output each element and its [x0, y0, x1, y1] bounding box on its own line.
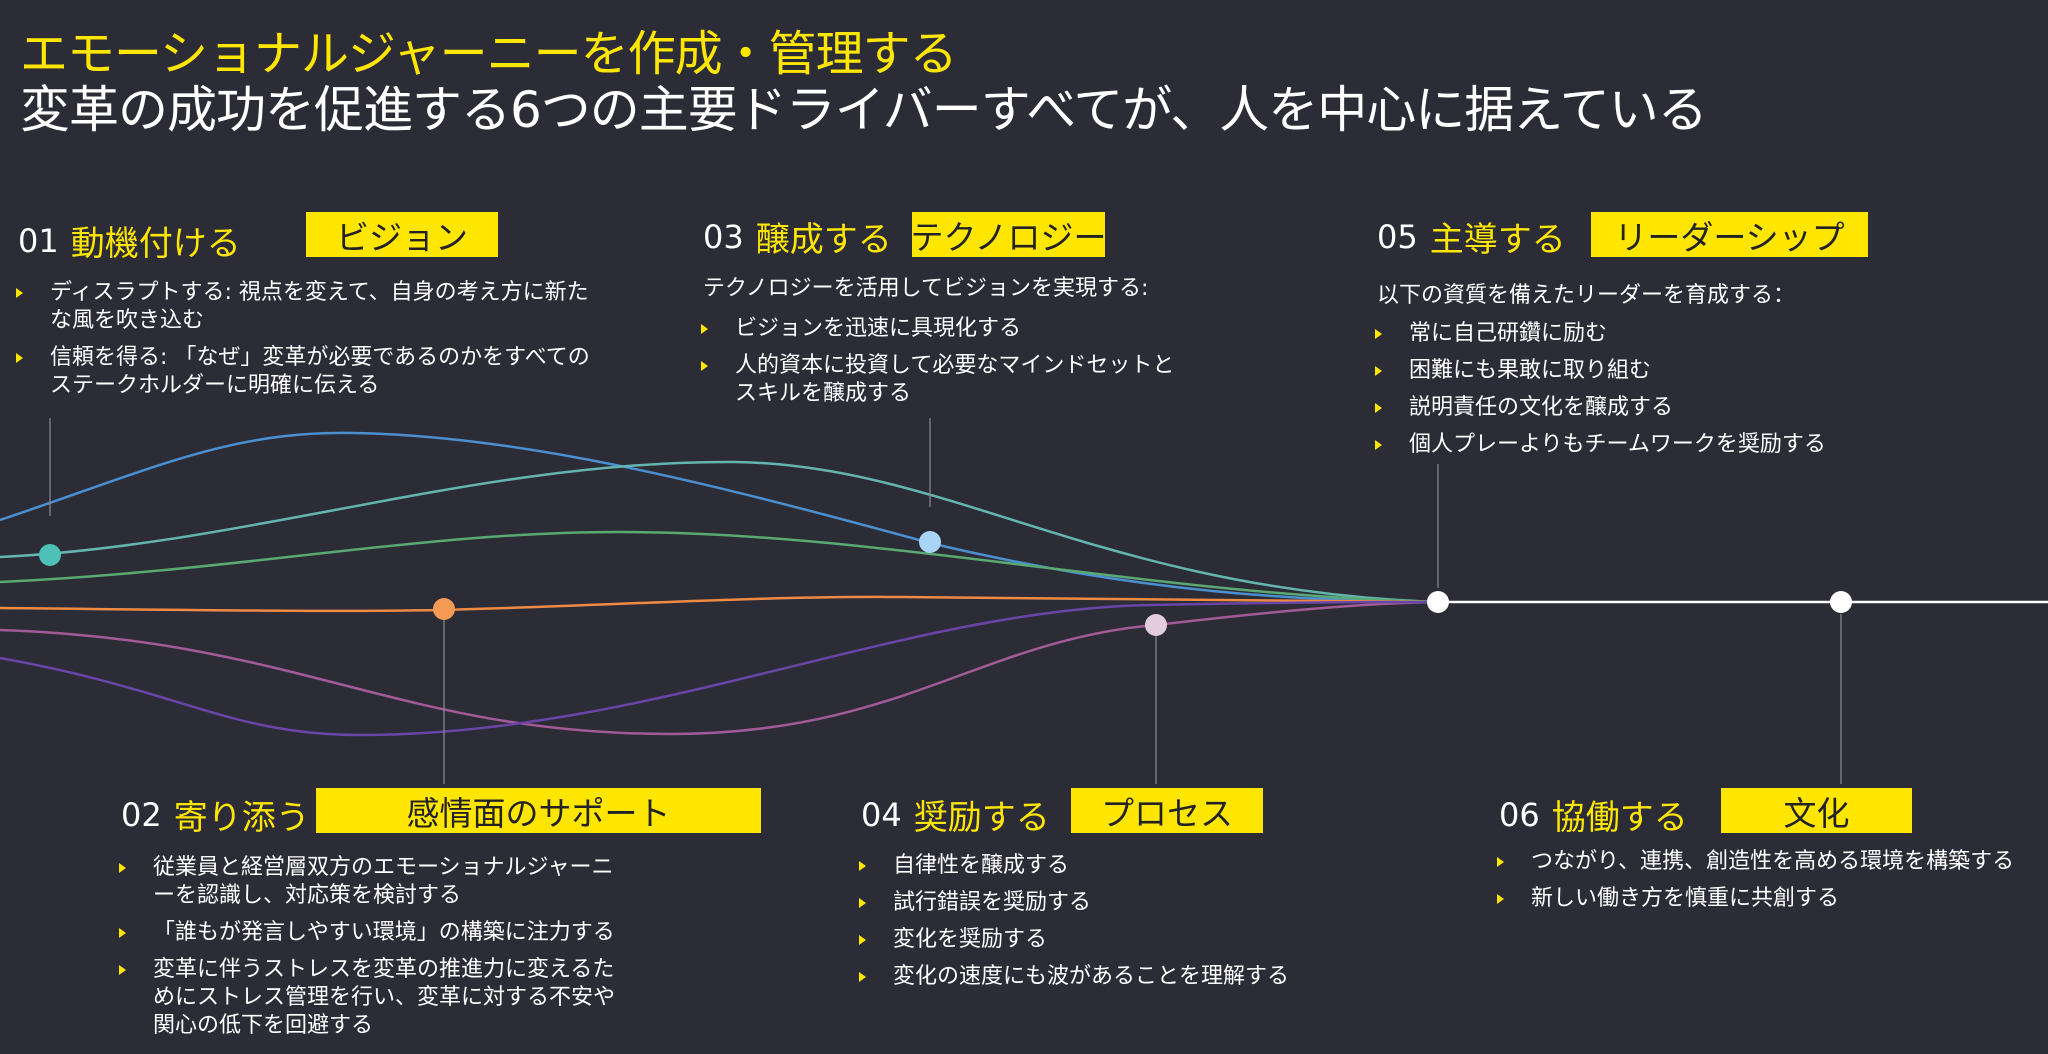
journey-line-magenta: [0, 600, 1439, 736]
list-item: 変化を奨励する: [855, 926, 1415, 954]
driver-02-tag: 感情面のサポート: [316, 788, 761, 833]
page-subtitle: 変革の成功を促進する6つの主要ドライバーすべてが、人を中心に据えている: [20, 81, 1708, 139]
journey-line-teal: [0, 460, 1439, 604]
list-item: 変化の速度にも波があることを理解する: [855, 963, 1415, 991]
driver-03-bullets: ビジョンを迅速に具現化する 人的資本に投資して必要なマインドセットとスキルを醸成…: [697, 315, 1177, 417]
driver-06-bullets: つながり、連携、創造性を高める環境を構築する 新しい働き方を慎重に共創する: [1493, 848, 2048, 922]
driver-03-heading: 03 醸成する: [703, 217, 892, 261]
milestone-dot-04: [1145, 614, 1167, 636]
list-item: 個人プレーよりもチームワークを奨励する: [1371, 431, 2011, 459]
driver-05-bullets: 常に自己研鑽に励む 困難にも果敢に取り組む 説明責任の文化を醸成する 個人プレー…: [1371, 320, 2011, 468]
milestone-dot-01: [39, 544, 61, 566]
list-item: 信頼を得る: 「なぜ」変革が必要であるのかをすべてのステークホルダーに明確に伝え…: [12, 344, 602, 400]
list-item: ディスラプトする: 視点を変えて、自身の考え方に新たな風を吹き込む: [12, 279, 602, 335]
milestone-dot-03: [919, 531, 941, 553]
list-item: つながり、連携、創造性を高める環境を構築する: [1493, 848, 2048, 876]
list-item: 試行錯誤を奨励する: [855, 889, 1415, 917]
milestone-dot-02: [433, 598, 455, 620]
journey-line-orange: [0, 595, 1439, 613]
list-item: 「誰もが発言しやすい環境」の構築に注力する: [115, 919, 635, 947]
driver-06-heading: 06 協働する: [1499, 795, 1688, 839]
list-item: 従業員と経営層双方のエモーショナルジャーニーを認識し、対応策を検討する: [115, 854, 635, 910]
driver-05-heading: 05 主導する: [1377, 217, 1566, 261]
page-title: エモーショナルジャーニーを作成・管理する: [20, 26, 958, 82]
list-item: ビジョンを迅速に具現化する: [697, 315, 1177, 343]
driver-03-tag: テクノロジー: [910, 212, 1107, 257]
driver-01-heading: 01 動機付ける: [18, 221, 241, 265]
list-item: 自律性を醸成する: [855, 852, 1415, 880]
driver-03-intro: テクノロジーを活用してビジョンを実現する:: [703, 276, 1149, 301]
list-item: 困難にも果敢に取り組む: [1371, 357, 2011, 385]
driver-02-bullets: 従業員と経営層双方のエモーショナルジャーニーを認識し、対応策を検討する 「誰もが…: [115, 854, 635, 1049]
driver-02-heading: 02 寄り添う: [121, 795, 310, 839]
driver-05-intro: 以下の資質を備えたリーダーを育成する：: [1377, 283, 1796, 308]
list-item: 変革に伴うストレスを変革の推進力に変えるためにストレス管理を行い、変革に対する不…: [115, 956, 635, 1040]
driver-04-bullets: 自律性を醸成する 試行錯誤を奨励する 変化を奨励する 変化の速度にも波があること…: [855, 852, 1415, 1000]
driver-05-tag: リーダーシップ: [1591, 212, 1868, 257]
driver-01-bullets: ディスラプトする: 視点を変えて、自身の考え方に新たな風を吹き込む 信頼を得る:…: [12, 279, 602, 409]
journey-line-green: [0, 530, 1439, 604]
journey-line-blue: [0, 431, 1439, 604]
list-item: 説明責任の文化を醸成する: [1371, 394, 2011, 422]
list-item: 常に自己研鑽に励む: [1371, 320, 2011, 348]
driver-04-tag: プロセス: [1071, 788, 1263, 833]
milestone-dot-05: [1427, 591, 1449, 613]
list-item: 新しい働き方を慎重に共創する: [1493, 885, 2048, 913]
driver-01-tag: ビジョン: [306, 212, 498, 257]
driver-04-heading: 04 奨励する: [861, 795, 1050, 839]
driver-06-tag: 文化: [1721, 788, 1912, 833]
journey-line-purple: [0, 600, 1439, 737]
list-item: 人的資本に投資して必要なマインドセットとスキルを醸成する: [697, 352, 1177, 408]
milestone-dot-06: [1830, 591, 1852, 613]
